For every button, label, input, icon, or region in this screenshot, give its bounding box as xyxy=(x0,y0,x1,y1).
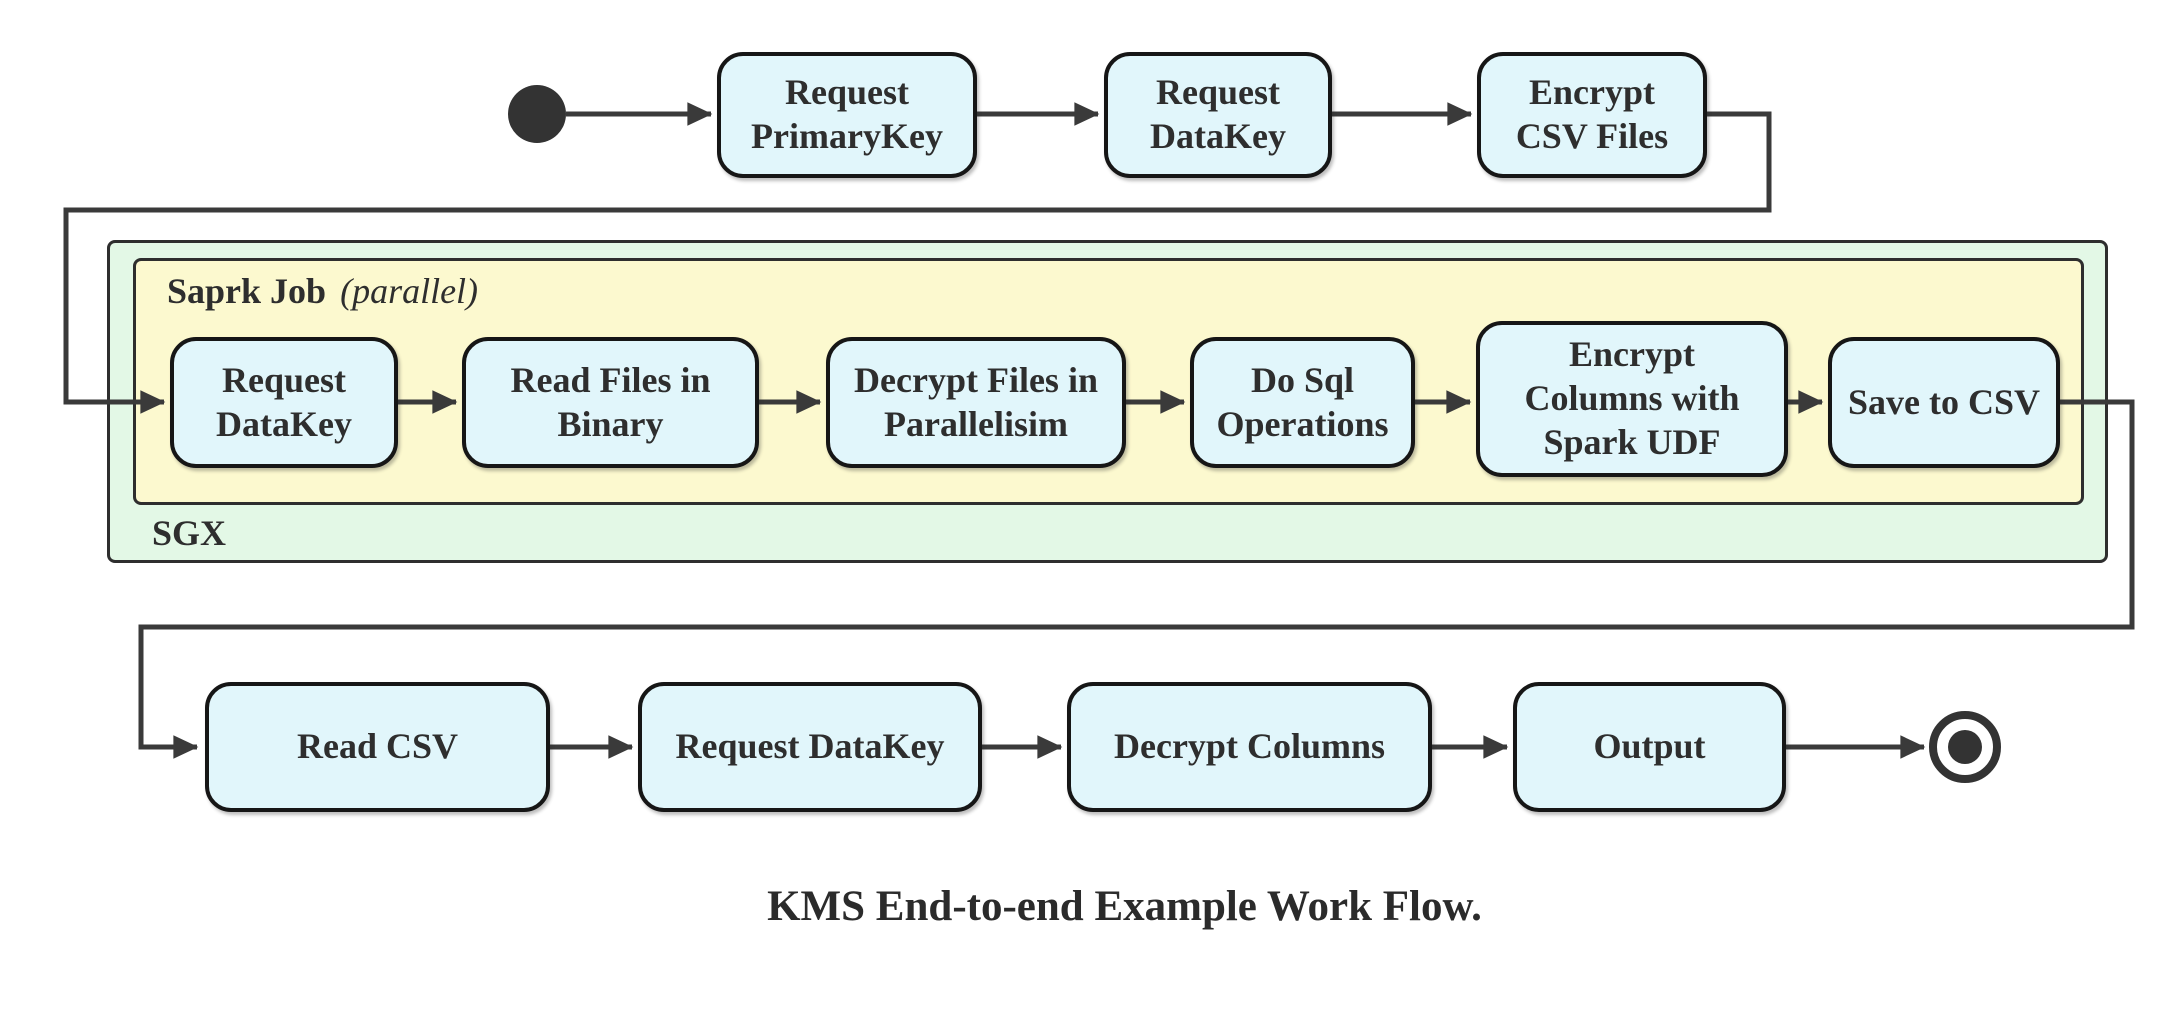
node-read-csv: Read CSV xyxy=(205,682,550,812)
spark-job-label-text: Saprk Job xyxy=(167,271,327,311)
node-label: Request DataKey xyxy=(216,359,352,444)
diagram-caption: KMS End-to-end Example Work Flow. xyxy=(767,883,1482,930)
node-label: Request PrimaryKey xyxy=(751,72,943,156)
node-do-sql-operations: Do Sql Operations xyxy=(1190,337,1415,468)
node-label: Request DataKey xyxy=(1150,72,1286,156)
node-output: Output xyxy=(1513,682,1786,812)
node-request-datakey-bottom: Request DataKey xyxy=(638,682,982,812)
node-encrypt-csv-files: Encrypt CSV Files xyxy=(1477,52,1707,178)
node-label: Decrypt Columns xyxy=(1114,726,1385,767)
node-save-to-csv: Save to CSV xyxy=(1828,337,2060,468)
node-label: Encrypt Columns with Spark UDF xyxy=(1524,334,1740,462)
node-spark-request-datakey: Request DataKey xyxy=(170,337,398,468)
node-label: Save to CSV xyxy=(1847,381,2040,422)
sgx-label-text: SGX xyxy=(152,513,227,553)
node-label: Output xyxy=(1593,726,1706,767)
node-encrypt-columns-with-spark-udf: Encrypt Columns with Spark UDF xyxy=(1476,321,1788,477)
node-read-files-in-binary: Read Files in Binary xyxy=(462,337,759,468)
node-label: Read Files in Binary xyxy=(510,359,711,444)
node-label: Do Sql Operations xyxy=(1216,359,1389,444)
node-request-primarykey: Request PrimaryKey xyxy=(717,52,977,178)
sgx-label: SGX xyxy=(152,512,226,554)
node-label: Decrypt Files in Parallelisim xyxy=(854,359,1098,444)
spark-job-parallel-label: (parallel) xyxy=(340,271,479,311)
start-node-icon xyxy=(508,85,566,143)
node-label: Encrypt CSV Files xyxy=(1515,72,1669,156)
node-label: Read CSV xyxy=(296,726,458,767)
node-label: Request DataKey xyxy=(675,726,945,767)
end-node-icon xyxy=(1929,711,2001,783)
node-decrypt-files-in-parallelisim: Decrypt Files in Parallelisim xyxy=(826,337,1126,468)
spark-job-label: Saprk Job (parallel) xyxy=(167,270,478,312)
end-node-inner-dot xyxy=(1948,730,1982,764)
node-request-datakey-top: Request DataKey xyxy=(1104,52,1332,178)
node-decrypt-columns: Decrypt Columns xyxy=(1067,682,1432,812)
